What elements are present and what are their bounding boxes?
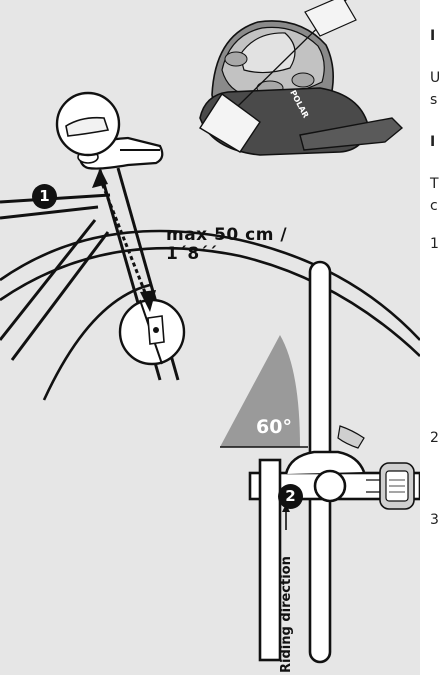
heading-fragment-1: I [430,28,436,44]
handlebar-top-view [248,260,420,664]
angle-label: 60° [256,416,292,438]
text-fragment-4: c [430,198,438,214]
text-fragment-3: T [430,176,439,192]
angle-wedge [220,335,300,447]
front-wheel [0,229,420,401]
riding-direction-label: Riding direction [279,556,294,673]
illustration-panel: POLAR [0,0,420,675]
step-2-badge: 2 [278,484,303,509]
list-number-1: 1 [430,236,439,252]
text-fragment-1: U [430,70,439,86]
text-fragment-2: s [430,92,438,108]
distance-arrow [92,168,156,312]
heading-fragment-2: I [430,134,436,150]
wrist-unit-top-view [366,462,415,510]
list-number-2: 2 [430,430,439,446]
max-distance-label: max 50 cm /1´8´´ [166,225,288,264]
bike-mount-illustration: POLAR [0,0,420,664]
list-number-3: 3 [430,512,439,528]
wrist-unit-on-bar-illustration: POLAR [199,0,404,156]
step-1-badge: 1 [32,184,57,209]
